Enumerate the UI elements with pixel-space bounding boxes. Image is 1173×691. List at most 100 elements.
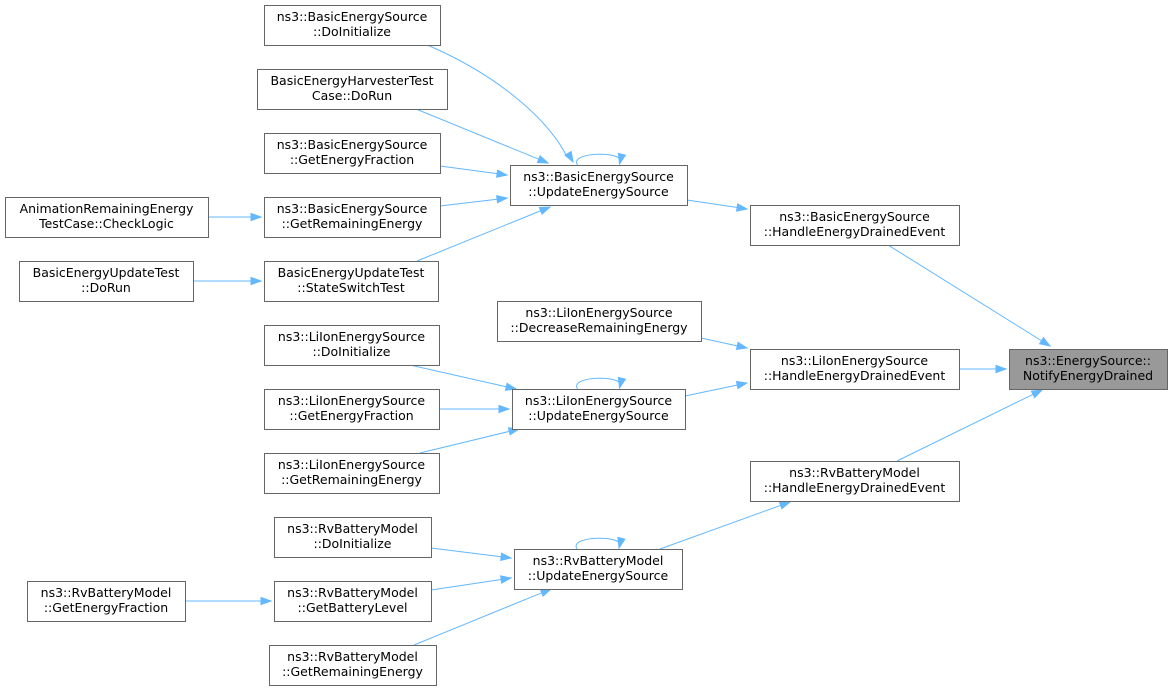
node-arem-check[interactable]: AnimationRemainingEnergyTestCase::CheckL… [5, 197, 209, 238]
arrowhead [500, 552, 513, 561]
edge-path [684, 384, 739, 397]
node-bes-doinit[interactable]: ns3::BasicEnergySource::DoInitialize [264, 5, 441, 46]
node-label-line: ns3::LiIonEnergySource [525, 305, 673, 320]
edge-path [439, 165, 499, 175]
node-label-line: ns3::LiIonEnergySource [525, 393, 673, 408]
node-box [750, 205, 960, 246]
node-label-line: NotifyEnergyDrained [1023, 368, 1153, 383]
edge-bes_doinit-to-bes_update [424, 43, 574, 164]
edge-bes_handle-to-root [887, 244, 1052, 347]
node-label-line: ns3::RvBatteryModel [287, 521, 418, 536]
node-lies-getfrac[interactable]: ns3::LiIonEnergySource::GetEnergyFractio… [264, 389, 440, 430]
node-label-line: ::UpdateEnergySource [528, 184, 669, 199]
node-box [750, 349, 960, 390]
node-label-line: ns3::BasicEnergySource [523, 169, 674, 184]
arrowhead [499, 575, 513, 584]
arrowhead [778, 501, 792, 510]
node-label-line: ns3::LiIonEnergySource [278, 329, 426, 344]
node-lies-update[interactable]: ns3::LiIonEnergySource::UpdateEnergySour… [512, 389, 686, 430]
node-label-line: ::GetRemainingEnergy [282, 664, 423, 679]
arrowhead [496, 194, 509, 204]
node-box [1009, 349, 1168, 390]
edge-path [424, 43, 568, 158]
node-label-line: ns3::RvBatteryModel [287, 649, 418, 664]
node-label-line: BasicEnergyHarvesterTest [270, 73, 433, 88]
node-label-line: ::UpdateEnergySource [528, 568, 669, 583]
edge-bes_update-to-bes_update [576, 152, 627, 166]
node-box [497, 301, 702, 342]
node-label-line: ::GetEnergyFraction [44, 600, 168, 615]
node-box [274, 581, 432, 622]
node-box [264, 133, 441, 174]
node-label-line: ::DoInitialize [313, 536, 391, 551]
edge-path [430, 578, 503, 591]
node-lies-decrease[interactable]: ns3::LiIonEnergySource::DecreaseRemainin… [497, 301, 702, 342]
edge-beut_dorun-to-beut_stateswitch [193, 276, 263, 286]
self-loop-path [576, 377, 621, 390]
node-box [257, 69, 448, 110]
node-label-line: ::GetBatteryLevel [298, 600, 408, 615]
node-box [264, 453, 440, 494]
arrowhead [617, 152, 627, 166]
node-box [274, 517, 432, 558]
edge-path [416, 209, 542, 262]
node-label-line: ns3::RvBatteryModel [533, 553, 664, 568]
arrowhead [735, 203, 749, 212]
node-label-line: TestCase::CheckLogic [38, 216, 174, 231]
edge-rv_doinit-to-rv_update [430, 547, 513, 561]
node-label-line: ns3::BasicEnergySource [277, 137, 428, 152]
edge-rv_handle-to-root [896, 389, 1044, 462]
edge-lies_handle-to-root [959, 364, 1008, 374]
node-label-line: ::GetRemainingEnergy [282, 216, 423, 231]
edge-path [659, 504, 782, 550]
node-rv-getlevel[interactable]: ns3::RvBatteryModel::GetBatteryLevel [274, 581, 432, 622]
edge-path [896, 393, 1035, 462]
node-bes-handle[interactable]: ns3::BasicEnergySource::HandleEnergyDrai… [750, 205, 960, 246]
node-label-line: BasicEnergyUpdateTest [33, 265, 180, 280]
node-bes-getfrac[interactable]: ns3::BasicEnergySource::GetEnergyFractio… [264, 133, 441, 174]
node-lies-getrem[interactable]: ns3::LiIonEnergySource::GetRemainingEner… [264, 453, 440, 494]
node-label-line: ns3::RvBatteryModel [287, 585, 418, 600]
node-lies-doinit[interactable]: ns3::LiIonEnergySource::DoInitialize [264, 325, 440, 366]
node-lies-handle[interactable]: ns3::LiIonEnergySource::HandleEnergyDrai… [750, 349, 960, 390]
node-box [264, 5, 441, 46]
node-rv-doinit[interactable]: ns3::RvBatteryModel::DoInitialize [274, 517, 432, 558]
node-bes-update[interactable]: ns3::BasicEnergySource::UpdateEnergySour… [510, 165, 688, 206]
node-box [264, 325, 440, 366]
edge-rv_getrem-to-rv_update [413, 588, 553, 646]
edge-lies_update-to-lies_handle [684, 380, 749, 397]
node-label-line: ns3::EnergySource:: [1025, 353, 1151, 368]
edge-rv_getfrac-to-rv_getlevel [185, 596, 273, 606]
node-rv-getfrac[interactable]: ns3::RvBatteryModel::GetEnergyFraction [27, 581, 186, 622]
node-beut-dorun[interactable]: BasicEnergyUpdateTest::DoRun [19, 261, 194, 302]
edge-bes_getfrac-to-bes_update [439, 165, 509, 178]
arrowhead [260, 596, 273, 606]
self-loop-path [576, 153, 621, 166]
nodes-layer: ns3::EnergySource::NotifyEnergyDrainedns… [5, 5, 1168, 686]
node-label-line: ::HandleEnergyDrainedEvent [764, 224, 946, 239]
arrowhead [995, 364, 1008, 374]
node-label-line: ::DoInitialize [313, 24, 391, 39]
node-rv-handle[interactable]: ns3::RvBatteryModel::HandleEnergyDrained… [750, 461, 960, 502]
node-bes-getrem[interactable]: ns3::BasicEnergySource::GetRemainingEner… [264, 197, 441, 238]
node-rv-getrem[interactable]: ns3::RvBatteryModel::GetRemainingEnergy [269, 645, 437, 686]
node-rv-update[interactable]: ns3::RvBatteryModel::UpdateEnergySource [514, 549, 683, 590]
node-beut-stateswitch[interactable]: BasicEnergyUpdateTest::StateSwitchTest [264, 261, 439, 302]
node-label-line: Case::DoRun [312, 88, 392, 103]
node-label-line: ::GetEnergyFraction [289, 408, 413, 423]
edge-path [887, 244, 1043, 342]
node-root: ns3::EnergySource::NotifyEnergyDrained [1009, 349, 1168, 390]
arrowhead [735, 380, 749, 390]
edge-lies_doinit-to-lies_update [409, 364, 518, 391]
node-label-line: ns3::RvBatteryModel [41, 585, 172, 600]
node-box [264, 389, 440, 430]
node-label-line: ns3::RvBatteryModel [789, 465, 920, 480]
node-label-line: ::GetRemainingEnergy [281, 472, 422, 487]
arrowhead [617, 536, 626, 550]
edge-rv_update-to-rv_handle [659, 501, 792, 550]
arrowhead [539, 588, 553, 597]
node-box [750, 461, 960, 502]
node-box [264, 261, 439, 302]
node-label-line: ns3::LiIonEnergySource [278, 393, 426, 408]
